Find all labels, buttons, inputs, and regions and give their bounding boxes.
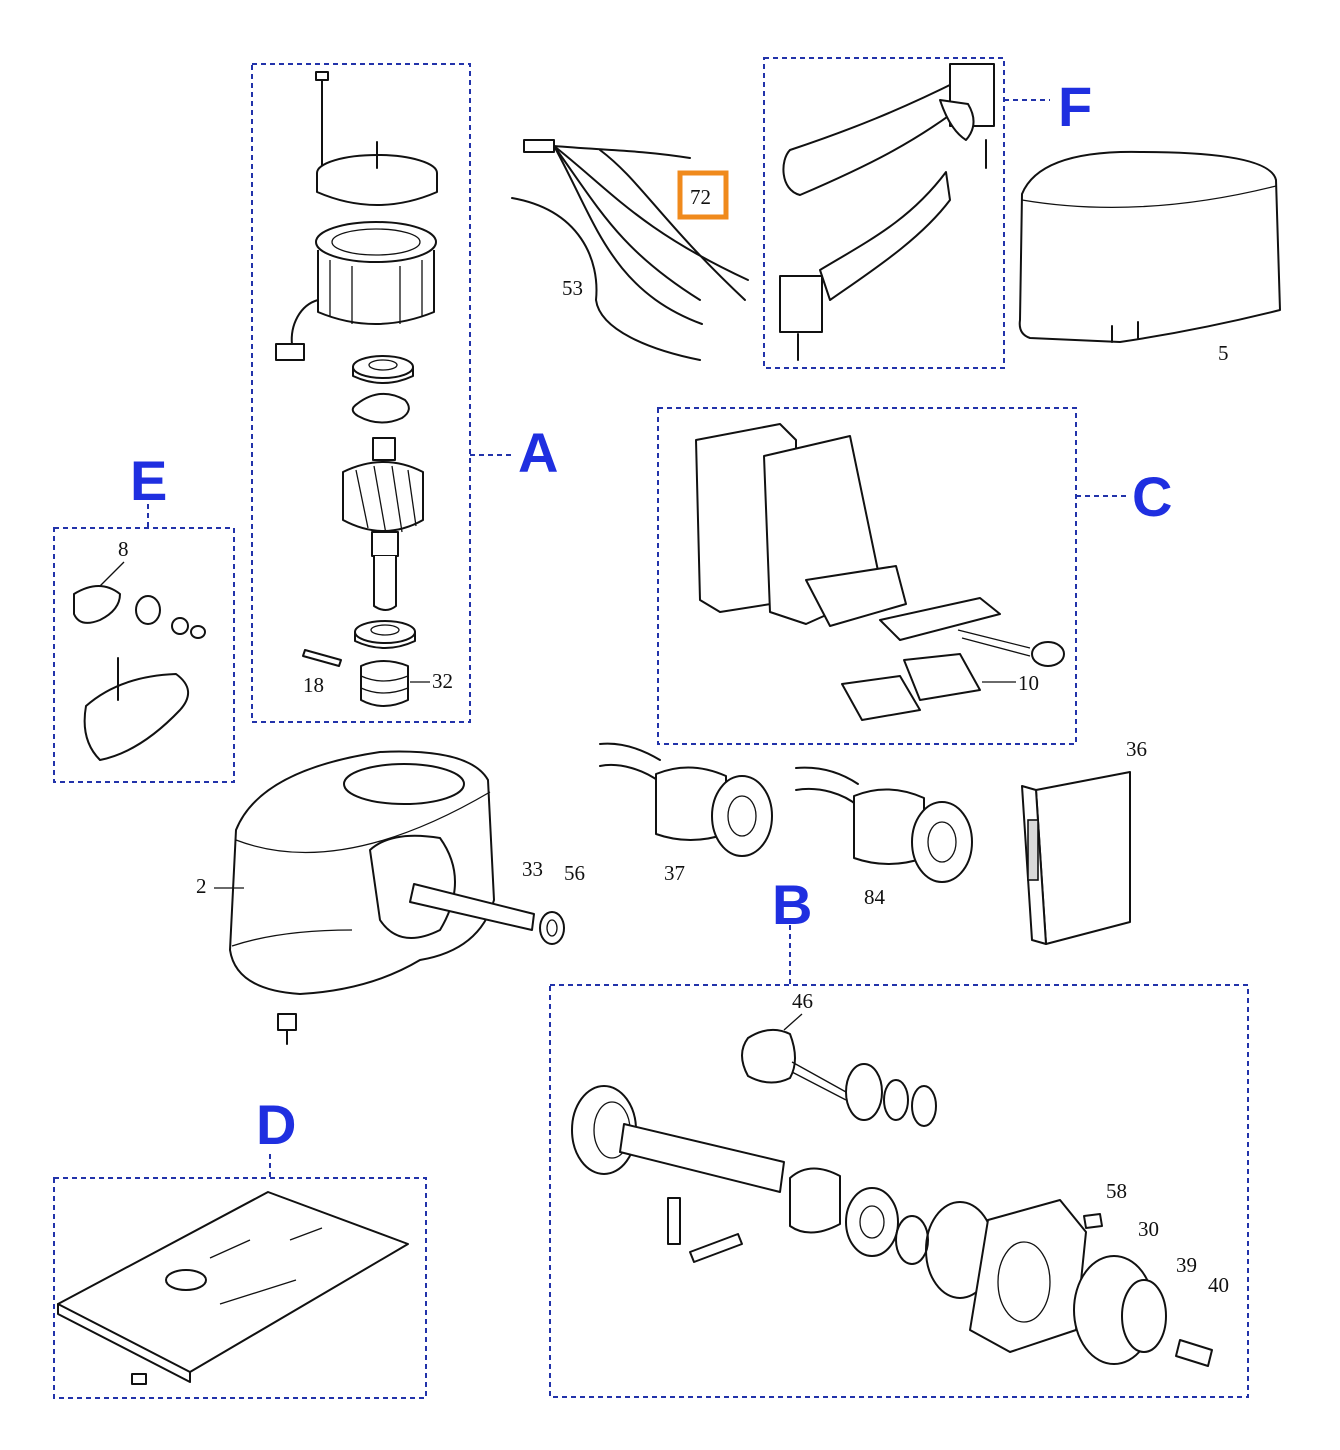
lower-bearing [354, 620, 416, 644]
group-e: E 8 [53, 449, 235, 783]
bolt-40 [1175, 1339, 1213, 1367]
washer-56 [539, 911, 565, 945]
group-b-label: B [772, 873, 812, 936]
bracket-tray [805, 565, 907, 627]
group-a-label: A [518, 421, 558, 484]
adjust-knob [1031, 641, 1065, 667]
group-c-label: C [1132, 465, 1172, 528]
group-a-box [251, 63, 471, 723]
part-label-33: 33 [522, 857, 543, 881]
gear-bearing [845, 1187, 899, 1257]
group-e-label: E [130, 449, 167, 512]
part-label-37: 37 [664, 861, 685, 885]
part-label-53: 53 [562, 276, 583, 300]
motor-connector [275, 343, 305, 361]
part-label-39: 39 [1176, 1253, 1197, 1277]
group-a: A 18 [251, 63, 558, 723]
bearing-flange [969, 1199, 1087, 1353]
group-f-label: F [1058, 75, 1092, 138]
microswitch-2 [841, 675, 921, 721]
top-bearing [352, 355, 414, 379]
part-label-8: 8 [118, 537, 129, 561]
part-label-58: 58 [1106, 1179, 1127, 1203]
motor-stator [317, 250, 435, 325]
lock-cylinder [135, 595, 161, 625]
circlip-2 [911, 1085, 937, 1127]
circuit-board-36 [1035, 771, 1131, 945]
group-f: F [763, 57, 1092, 369]
part-label-56: 56 [564, 861, 585, 885]
seal-ring [895, 1215, 929, 1265]
group-e-box [53, 527, 235, 783]
housing: 2 33 56 [196, 750, 585, 1045]
key-lock [73, 585, 121, 624]
base-plate-nut [131, 1373, 147, 1385]
harness-plug [523, 139, 555, 153]
motor-cover [1018, 150, 1281, 343]
part-label-10: 10 [1018, 671, 1039, 695]
capacitor-37-bracket [711, 775, 773, 857]
part-label-2: 2 [196, 874, 207, 898]
pin-horizontal [689, 1233, 743, 1263]
screw-58 [1083, 1213, 1103, 1229]
highlight-box-72 [677, 170, 729, 220]
output-shaft [409, 883, 535, 931]
part-label-36: 36 [1126, 737, 1147, 761]
capacitor-84-bracket [911, 801, 973, 883]
release-handle [83, 673, 189, 761]
washer-39 [1121, 1279, 1167, 1353]
circlip-1 [883, 1079, 909, 1121]
part-label-18: 18 [303, 673, 324, 697]
housing-bore [343, 763, 465, 805]
coupling [789, 1167, 841, 1234]
group-d: D [53, 1093, 427, 1399]
part-label-30: 30 [1138, 1217, 1159, 1241]
pin-vertical [667, 1197, 681, 1245]
spring-bearing [845, 1063, 883, 1121]
lever-upper [782, 79, 976, 196]
lever-lower [819, 171, 951, 301]
rotor-shaft-top [372, 437, 396, 461]
part-label-46: 46 [792, 989, 813, 1013]
base-plate [57, 1191, 409, 1373]
group-d-label: D [256, 1093, 296, 1156]
gasket-46 [741, 1028, 796, 1084]
part-label-5: 5 [1218, 341, 1229, 365]
lever-lower-clip [779, 275, 823, 333]
wave-washer [351, 393, 410, 424]
pin-18 [302, 649, 342, 667]
part-label-72: 72 [690, 185, 711, 209]
housing-screw [277, 1013, 297, 1031]
worm-32 [360, 660, 409, 707]
cover-5: 5 [1018, 150, 1281, 365]
part-label-84: 84 [864, 885, 886, 909]
control-board: 36 [1021, 737, 1147, 945]
group-c: C 10 [657, 407, 1172, 745]
capacitors: 37 84 [599, 742, 973, 909]
group-c-box [657, 407, 1077, 745]
microswitch-1 [903, 653, 981, 701]
group-f-box [763, 57, 1005, 369]
motor-rotor [342, 461, 424, 532]
motor-wire [290, 299, 319, 346]
drive-shaft [619, 1123, 785, 1193]
rotor-shaft [373, 556, 397, 611]
base-plate-hole [165, 1269, 207, 1291]
wire-harness: 53 72 [511, 139, 749, 361]
part-label-32: 32 [432, 669, 453, 693]
switch-plate [879, 597, 1001, 641]
group-d-box [53, 1177, 427, 1399]
group-b: B 46 58 30 39 40 [549, 873, 1249, 1398]
group-b-box [549, 984, 1249, 1398]
part-label-40: 40 [1208, 1273, 1229, 1297]
